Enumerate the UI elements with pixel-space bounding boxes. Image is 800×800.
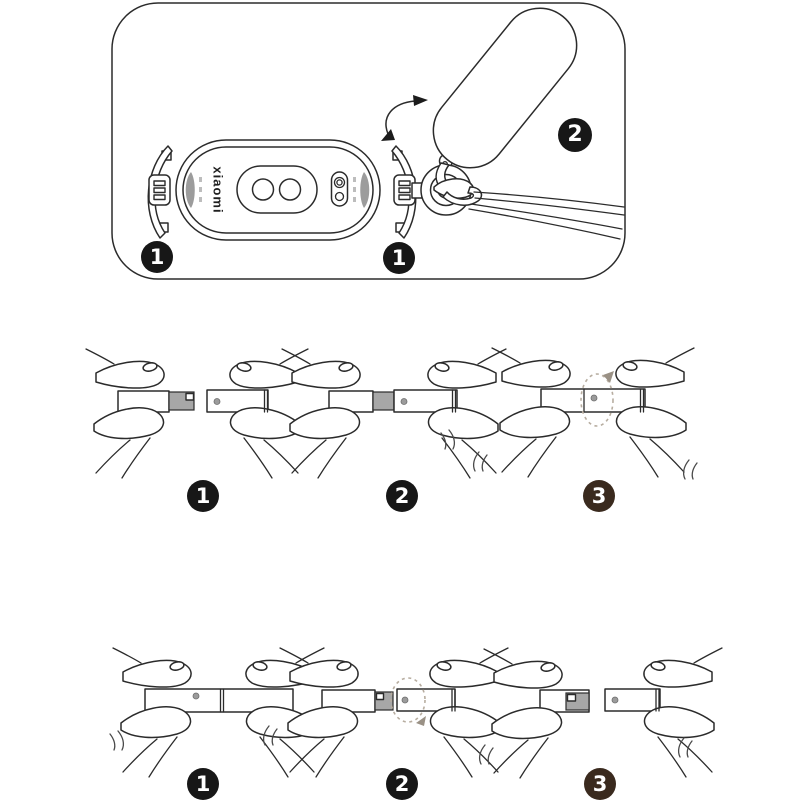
detach-step-badge-2: 2 [386,768,418,800]
pendant-fob [411,7,625,240]
detach-step-3 [483,647,723,779]
detach-step-badge-3: 3 [584,768,616,800]
panel-frame [111,2,626,280]
right-hand [427,348,507,479]
left-strap-clip [147,145,173,239]
brand-label: xiaomi [211,166,226,213]
left-hand [491,347,571,478]
right-hand [643,647,723,778]
charging-contact-right [278,178,302,201]
lock-highlight [580,373,614,427]
right-hand [429,647,509,778]
release-highlight [390,677,426,723]
lanyard-strings [468,191,625,240]
right-hand [229,348,309,479]
connector-tab [372,391,395,411]
attach-step-3 [440,347,698,480]
attach-step-badge-1: 1 [187,480,219,512]
strap-piece [393,389,458,413]
step-badge-clip-left: 1 [141,241,173,273]
step-badge-pendant: 2 [558,118,592,152]
detach-step-2 [279,647,509,778]
sensor-window [330,171,349,207]
pendant-capsule [432,7,578,169]
strap-piece [604,688,661,712]
detach-step-1 [109,647,325,778]
attach-step-badge-2: 2 [386,480,418,512]
charging-contact-left [251,178,275,201]
attach-step-1 [85,348,309,479]
left-strap-slot [185,172,195,208]
left-hand [281,348,361,479]
detach-step-badge-1: 1 [187,768,219,800]
right-strap-slot [360,172,370,208]
cord-knot [433,162,483,206]
strap-attach-steps [85,347,698,480]
strap-detach-steps [109,647,723,779]
tracker-body: xiaomi [175,139,381,241]
rotate-arrow-icon [381,95,428,141]
pendant-assembly-panel: xiaomi [111,2,626,280]
left-hand [85,348,165,479]
strap-joined [144,688,294,713]
left-hand [483,648,563,779]
charging-pad-area [236,165,318,214]
attach-step-badge-3: 3 [583,480,615,512]
step-badge-clip-right: 1 [383,242,415,274]
attach-step-2 [281,348,507,479]
right-hand [615,347,695,478]
left-hand [112,647,192,778]
